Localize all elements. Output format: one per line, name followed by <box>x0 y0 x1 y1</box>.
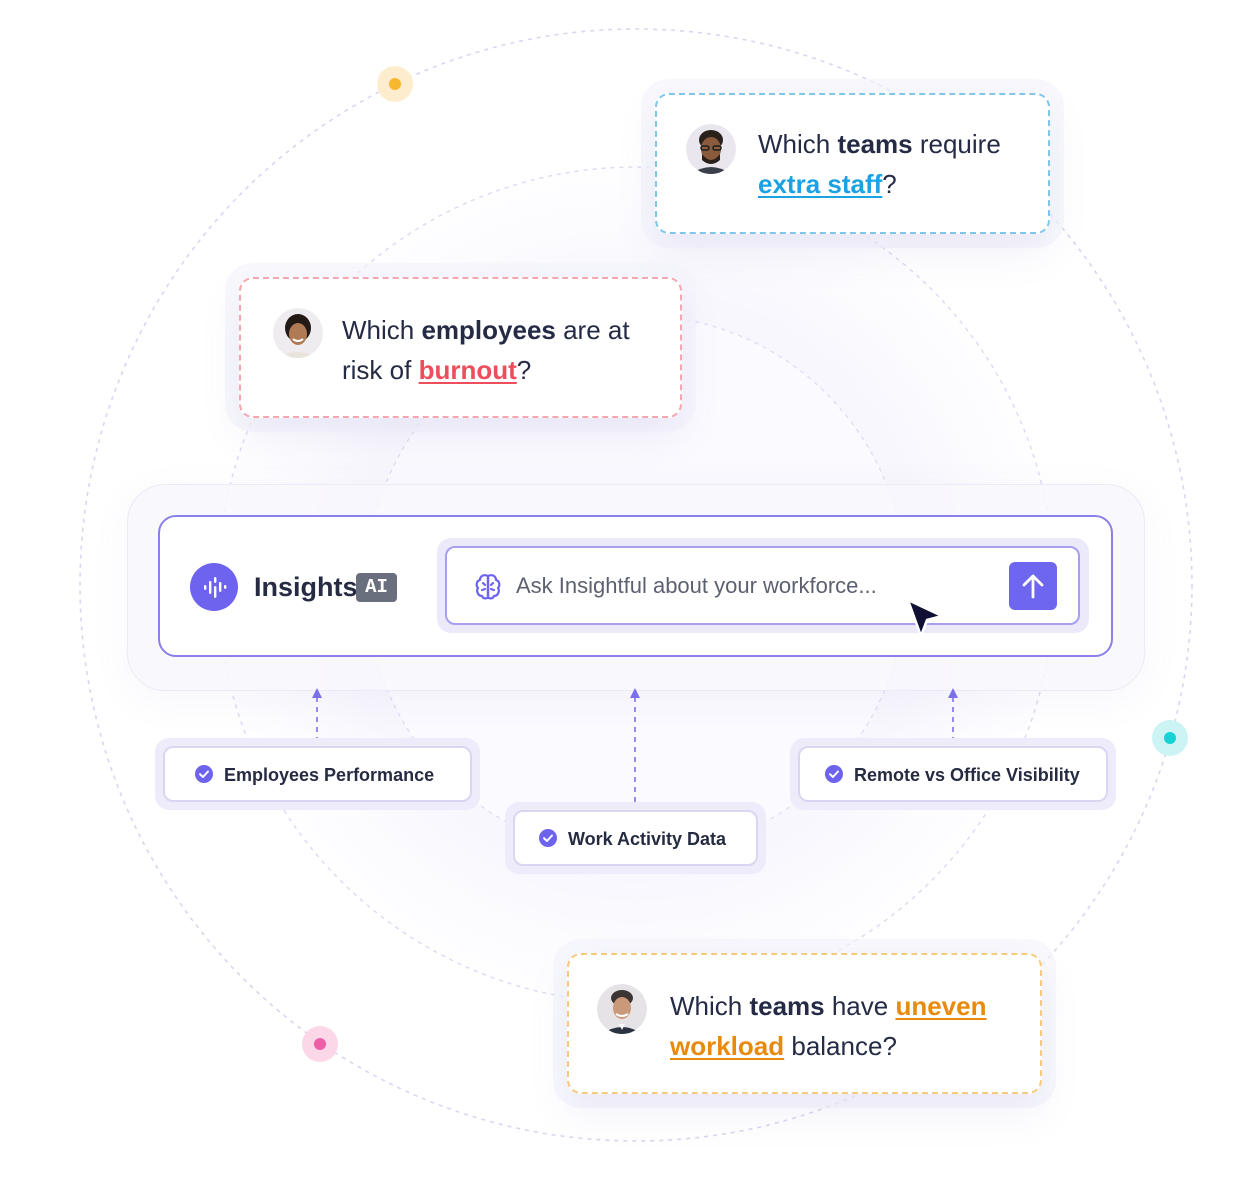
avatar <box>686 124 736 174</box>
search-input[interactable] <box>445 546 1080 625</box>
send-button[interactable] <box>1009 562 1057 610</box>
question-text: Which teams require extra staff? <box>758 129 1001 199</box>
highlight-extra-staff[interactable]: extra staff <box>758 169 883 199</box>
source-chip-label: Employees Performance <box>224 765 435 785</box>
question-card-extra-staff[interactable]: Which teams require extra staff? <box>655 93 1050 234</box>
source-chip-label: Work Activity Data <box>568 829 727 849</box>
source-chip-employees-performance[interactable] <box>163 746 472 802</box>
highlight-burnout[interactable]: burnout <box>418 355 517 385</box>
insights-title: Insights <box>254 572 358 602</box>
check-circle-icon <box>195 765 213 783</box>
question-emphasis: teams <box>837 129 913 159</box>
question-card-uneven-workload[interactable]: Which teams have uneven workload balance… <box>567 953 1042 1094</box>
check-circle-icon <box>539 829 557 847</box>
insights-logo-icon <box>190 563 238 611</box>
brain-icon <box>472 571 504 603</box>
orbit-dot-pink <box>314 1038 326 1050</box>
source-chip-label: Remote vs Office Visibility <box>854 765 1080 785</box>
question-emphasis: teams <box>749 991 825 1021</box>
highlight-uneven[interactable]: uneven <box>895 991 987 1021</box>
question-text: Which employees are at risk of burnout? <box>342 315 630 385</box>
question-emphasis: employees <box>421 315 556 345</box>
highlight-workload[interactable]: workload <box>670 1031 785 1061</box>
orbit-dot-yellow <box>389 78 401 90</box>
check-circle-icon <box>825 765 843 783</box>
ai-badge: AI <box>356 573 397 602</box>
arrow-up-icon <box>1022 574 1044 599</box>
source-chip-remote-vs-office-visibility[interactable] <box>798 746 1108 802</box>
avatar <box>597 984 647 1034</box>
question-card-burnout[interactable]: Which employees are at risk of burnout? <box>239 277 682 418</box>
orbit-dot-teal <box>1164 732 1176 744</box>
mouse-cursor-icon <box>906 598 944 638</box>
search-placeholder: Ask Insightful about your workforce... <box>516 573 877 598</box>
question-text: Which teams have uneven workload balance… <box>670 991 987 1061</box>
